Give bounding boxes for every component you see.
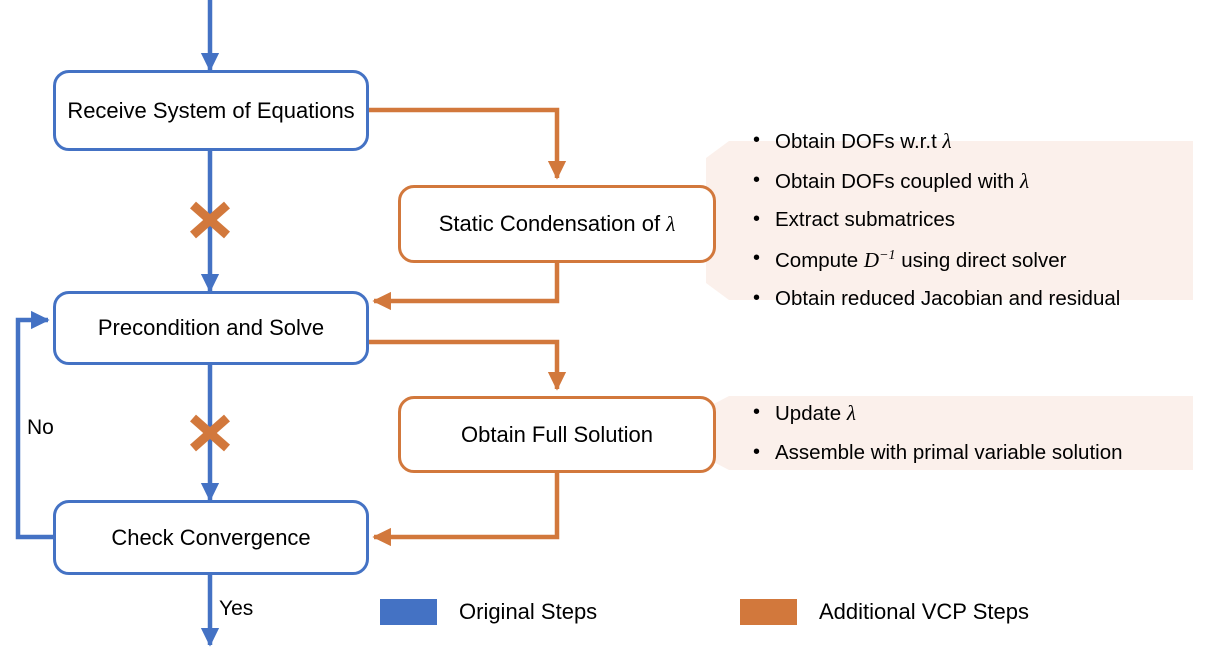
edge-static-condensation-to-precondition [372, 263, 560, 311]
edge-label-no: No [27, 416, 54, 439]
callout-item: Compute D−1 using direct solver [729, 247, 1193, 272]
node-label: Check Convergence [111, 524, 311, 550]
node-obtain-full-solution[interactable]: Obtain Full Solution [398, 396, 716, 473]
x-marker-icon-2 [190, 414, 230, 452]
legend-label-original: Original Steps [459, 599, 598, 624]
callout-list: Update λ Assemble with primal variable s… [729, 401, 1193, 464]
callout-item: Obtain DOFs w.r.t λ [729, 129, 1193, 154]
lambda-symbol: λ [666, 212, 676, 237]
edge-receive-to-static-condensation [369, 107, 567, 180]
node-label: Static Condensation of λ [438, 211, 676, 237]
callout-item: Assemble with primal variable solution [729, 442, 1193, 464]
legend-swatch-original [380, 599, 437, 625]
legend-label-vcp: Additional VCP Steps [819, 599, 1029, 624]
callout-static-condensation-details: Obtain DOFs w.r.t λ Obtain DOFs coupled … [729, 130, 1193, 308]
node-check-convergence[interactable]: Check Convergence [53, 500, 369, 575]
exponent-minus-one: −1 [879, 247, 896, 263]
callout-list: Obtain DOFs w.r.t λ Obtain DOFs coupled … [729, 129, 1193, 310]
callout-item: Obtain reduced Jacobian and residual [729, 288, 1193, 310]
legend-swatch-vcp [740, 599, 797, 625]
node-label: Obtain Full Solution [461, 421, 653, 447]
edge-full-solution-to-convergence [372, 473, 560, 547]
callout-full-solution-details: Update λ Assemble with primal variable s… [729, 396, 1193, 470]
lambda-symbol: λ [846, 401, 856, 425]
node-label: Receive System of Equations [67, 97, 355, 123]
matrix-d-symbol: D [863, 247, 880, 272]
x-marker-icon-1 [190, 201, 230, 239]
callout-item: Update λ [729, 401, 1193, 425]
edge-precondition-to-full-solution [369, 339, 567, 391]
legend-item-original-steps: Original Steps [380, 599, 597, 625]
callout-item: Obtain DOFs coupled with λ [729, 168, 1193, 193]
edge-label-yes: Yes [219, 597, 254, 620]
node-static-condensation[interactable]: Static Condensation of λ [398, 185, 716, 263]
lambda-symbol: λ [942, 129, 952, 154]
node-receive-system-of-equations[interactable]: Receive System of Equations [53, 70, 369, 151]
lambda-symbol: λ [1019, 168, 1030, 193]
node-precondition-and-solve[interactable]: Precondition and Solve [53, 291, 369, 365]
legend-item-additional-vcp-steps: Additional VCP Steps [740, 599, 1029, 625]
node-label: Precondition and Solve [97, 315, 325, 341]
callout-item: Extract submatrices [729, 209, 1193, 231]
